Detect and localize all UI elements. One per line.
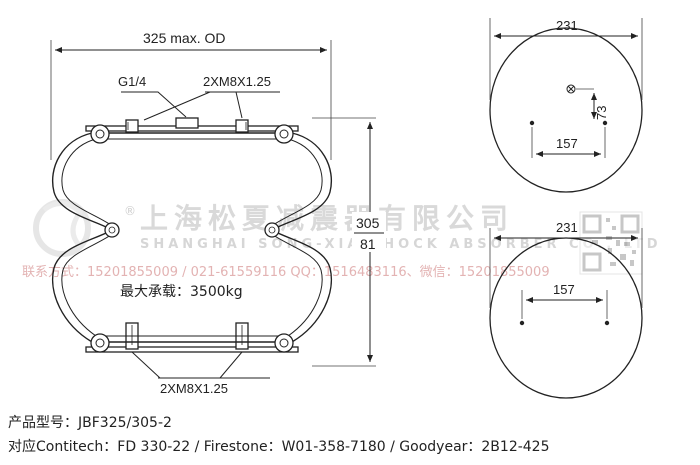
watermark: ® 上海松夏减震器有限公司 SHANGHAI SONG-XIA SHOCK AB… [22,199,658,280]
top-plate-offset-label: 73 [594,106,609,120]
company-logo [33,199,91,257]
od-label: 325 max. OD [143,30,225,46]
top-plate-diameter-label: 231 [556,18,578,33]
watermark-contact: 联系方式：15201855009 / 021-61559116 QQ：15164… [22,264,550,280]
top-crimp-beads [90,124,294,144]
top-bolt-hole-right [602,120,608,126]
bottom-plate-diameter-label: 231 [556,220,578,235]
top-bolt-hole-left [529,120,535,126]
port-callout: G1/4 [118,74,187,118]
height-min-label: 81 [360,236,376,252]
port-label: G1/4 [118,74,146,89]
watermark-company-cn: 上海松夏减震器有限公司 [140,202,514,235]
top-plate-view: 231 73 157 [489,18,643,193]
bottom-bolt-hole-left [519,320,525,326]
registered-mark: ® [124,204,136,218]
top-plate-bolt-spacing-label: 157 [556,136,578,151]
side-view: 325 max. OD [50,30,386,396]
bottom-plate-view: 231 157 [489,220,643,399]
air-port-icon [566,84,576,94]
max-load-label: 最大承载：3500kg [120,284,243,300]
top-bead-plate [85,117,299,133]
od-dimension: 325 max. OD [50,30,332,160]
top-bolt-callout: 2XM8X1.25 [143,74,280,121]
bottom-bead-plate [85,322,299,353]
bottom-bolt-callout: 2XM8X1.25 [131,351,270,396]
top-bolt-label: 2XM8X1.25 [203,74,271,89]
top-plate-outline [489,27,643,193]
bottom-bolt-hole-right [604,320,610,326]
bottom-bolt-label: 2XM8X1.25 [160,381,228,396]
model-number: 产品型号：JBF325/305-2 [8,415,172,431]
bottom-crimp-beads [90,333,294,353]
qr-code [579,211,643,275]
girdle-ring [104,222,280,238]
height-max-label: 305 [356,215,380,231]
height-dimension: 305 81 [312,117,386,367]
cross-reference: 对应Contitech：FD 330-22 / Firestone：W01-35… [8,439,550,455]
bottom-plate-bolt-spacing-label: 157 [553,282,575,297]
